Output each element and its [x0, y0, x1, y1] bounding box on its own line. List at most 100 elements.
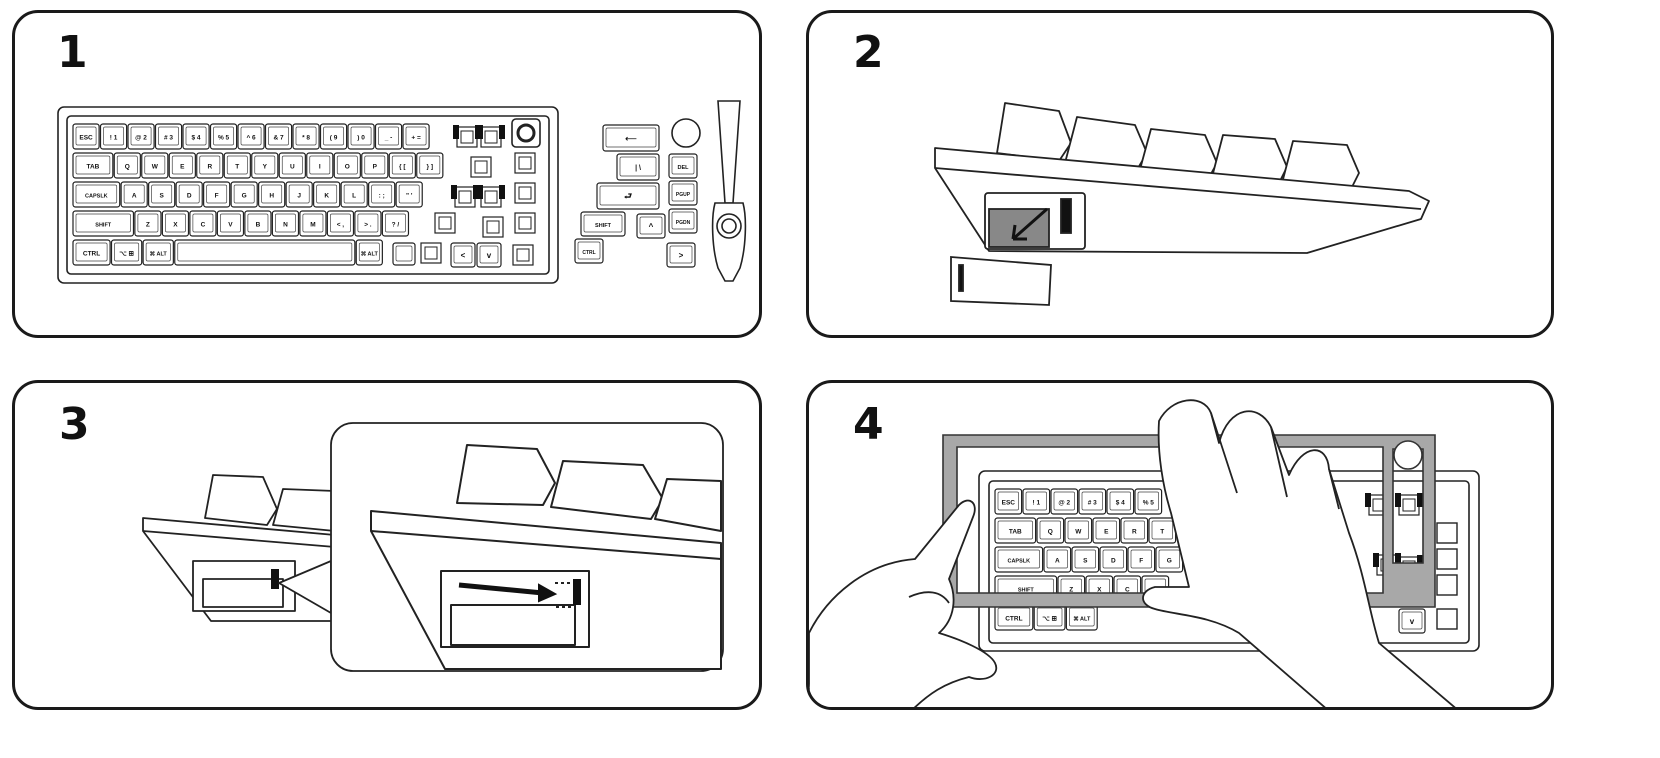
key-switch — [482, 216, 504, 238]
keycap-label: T — [1160, 529, 1164, 536]
keycap — [654, 478, 722, 532]
step-3-panel: 3 — [12, 380, 762, 710]
keycap — [174, 239, 356, 266]
keycap-label: U — [290, 164, 295, 171]
keycap: T — [1148, 517, 1177, 544]
keycap — [550, 460, 664, 520]
keycap — [392, 242, 416, 266]
keycap: ) 0 — [347, 123, 375, 150]
keycap-label: ! 1 — [1033, 500, 1041, 507]
keycap: SHIFT — [72, 210, 135, 237]
keycap: { [ — [388, 152, 416, 179]
keycap: F — [203, 181, 231, 208]
keycap-label: @ 2 — [135, 135, 147, 142]
keycap-label: C — [201, 222, 206, 229]
keycap: Y — [251, 152, 279, 179]
keycap: Q — [1036, 517, 1065, 544]
keycap: ESC — [994, 488, 1023, 515]
keycap: < — [450, 242, 476, 268]
keycap: CTRL — [72, 239, 111, 266]
keycap: S — [148, 181, 176, 208]
keycap-label: T — [235, 164, 239, 171]
keycap: > . — [354, 210, 382, 237]
keycap: ! 1 — [1022, 488, 1051, 515]
keycap-label: W — [1075, 529, 1082, 536]
key-switch — [453, 125, 481, 148]
keycap: ⌘ ALT — [355, 239, 383, 266]
keycap-label: CAPSLK — [1007, 559, 1030, 565]
keycap-label: J — [297, 193, 301, 200]
keycap-label: } ] — [427, 164, 434, 171]
keycap-label: CAPSLK — [85, 194, 108, 200]
switch-column — [1436, 522, 1458, 630]
key-switch — [470, 156, 492, 178]
keycap-label: ? / — [392, 222, 400, 229]
keycap: W — [1064, 517, 1093, 544]
key-switch — [514, 182, 536, 204]
keycap-label: & 7 — [273, 135, 284, 142]
keycap-label: DEL — [678, 165, 690, 171]
key-switch — [1395, 493, 1423, 516]
step-3-number: 3 — [59, 399, 90, 450]
keycap-label: S — [160, 193, 165, 200]
keycap: I — [306, 152, 334, 179]
keycap-label: ESC — [79, 135, 93, 142]
keycap: Q — [113, 152, 141, 179]
keycap-label: CTRL — [1005, 616, 1022, 623]
keycap: U — [278, 152, 306, 179]
keycap-label: W — [152, 164, 159, 171]
keycap-label: B — [256, 222, 261, 229]
keycap: @ 2 — [127, 123, 155, 150]
keycap-label: O — [345, 164, 350, 171]
key-switch — [477, 125, 505, 148]
keycap-label: SHIFT — [95, 223, 112, 229]
keycap: PGUP — [668, 180, 698, 206]
keycap: ⌥ ⊞ — [110, 239, 143, 266]
keycap-label: X — [173, 222, 178, 229]
keycap: N — [271, 210, 300, 237]
keycap-label: TAB — [86, 164, 99, 171]
keycap-label: F — [1139, 558, 1143, 565]
keycap-puller-tool — [711, 100, 747, 282]
keycap-label: # 3 — [164, 135, 173, 142]
keycap: # 3 — [154, 123, 183, 150]
keycap-label: Z — [1069, 587, 1073, 594]
keycap: W — [141, 152, 169, 179]
keycap: CAPSLK — [994, 546, 1044, 573]
keycap: F — [1127, 546, 1156, 573]
keycap: CTRL — [994, 604, 1034, 631]
keycap-label: ⌥ ⊞ — [1042, 616, 1057, 623]
keycap: # 3 — [1078, 488, 1107, 515]
keycap: ⟵ — [602, 124, 660, 152]
keycap-label: TAB — [1009, 529, 1022, 536]
keycap-label: ⌘ ALT — [1073, 616, 1091, 623]
keycap-label: + = — [411, 135, 421, 142]
key-switch — [434, 212, 456, 234]
keycap-label: A — [132, 193, 137, 200]
keycap: S — [1071, 546, 1100, 573]
keycap-label: > — [679, 251, 684, 260]
keycap-label: ! 1 — [110, 135, 118, 142]
keycap: O — [333, 152, 361, 179]
keycap-label: D — [187, 193, 192, 200]
keycap: @ 2 — [1050, 488, 1079, 515]
keycap — [456, 444, 556, 506]
keycap: ⌘ ALT — [142, 239, 174, 266]
battery-cover — [950, 256, 1052, 306]
keycap-label: : ; — [379, 193, 385, 200]
keycap: L — [340, 181, 368, 208]
keycap: DEL — [668, 153, 698, 179]
keycap-label: ( 9 — [330, 135, 338, 142]
keycap-label: v — [1410, 617, 1415, 626]
keycap: } ] — [416, 152, 444, 179]
keycap-label: $ 4 — [192, 135, 201, 142]
keycap-label: _ - — [384, 135, 393, 142]
keycap: | \ — [616, 153, 660, 181]
keycap-label: E — [1104, 529, 1109, 536]
keycap-label: # 3 — [1088, 500, 1097, 507]
keycap: V — [216, 210, 245, 237]
keycap-label: X — [1097, 587, 1102, 594]
keycap: P — [361, 152, 389, 179]
keycap-label: * 8 — [302, 135, 310, 142]
